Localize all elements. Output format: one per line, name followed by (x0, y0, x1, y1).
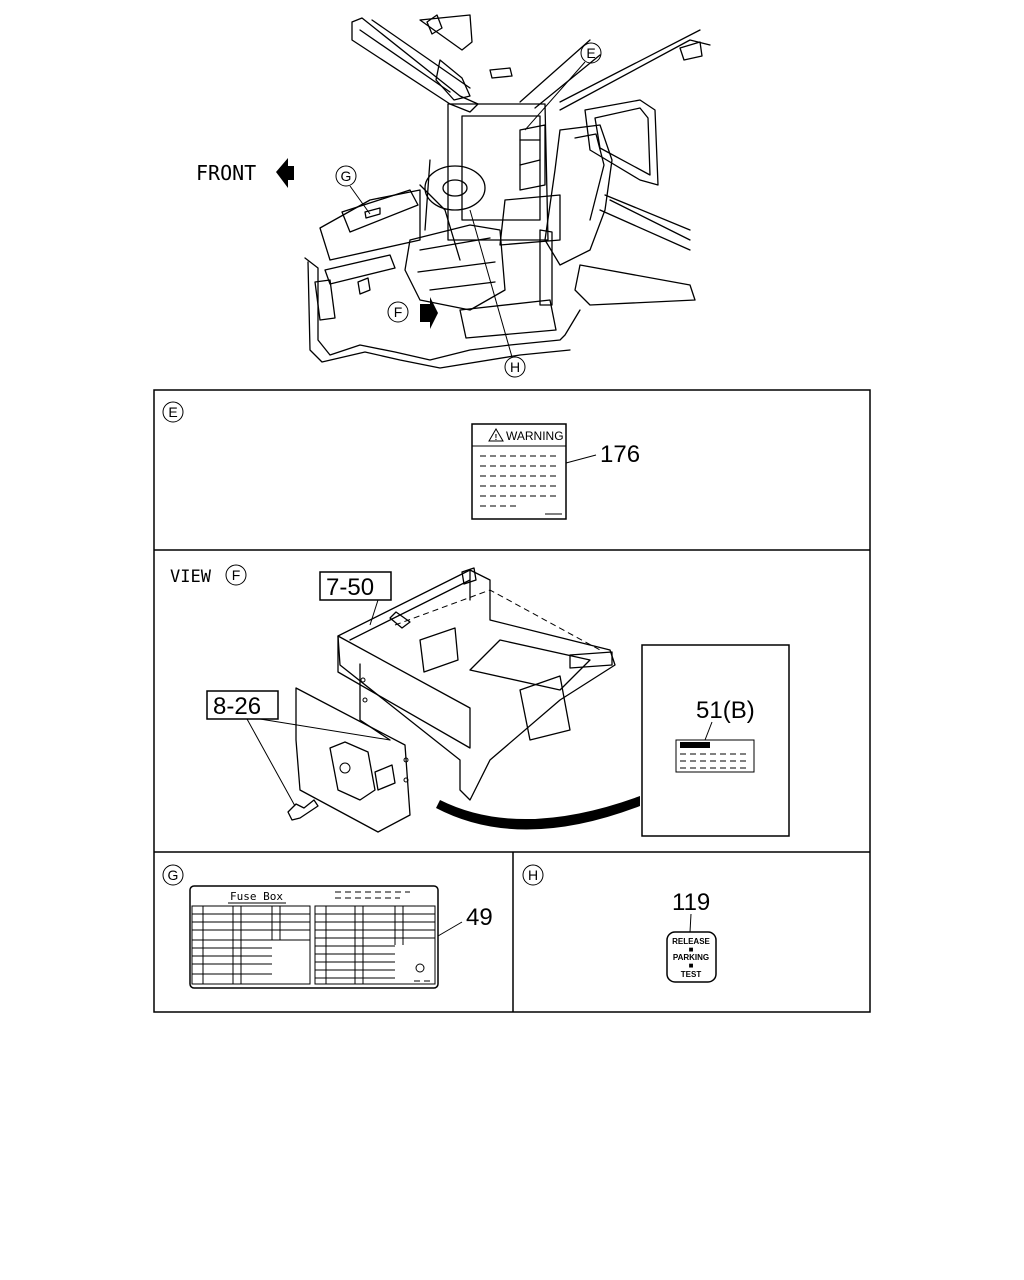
badge-line-1: RELEASE (672, 937, 710, 946)
front-label: FRONT (196, 161, 256, 185)
part-number-176: 176 (600, 441, 640, 468)
callout-e: E (524, 42, 602, 131)
fuse-box-title: Fuse Box (230, 890, 283, 903)
front-arrow-icon (276, 158, 294, 188)
badge-line-2: ■ (689, 945, 694, 954)
panel-e: E ! WARNING 176 (162, 401, 640, 520)
cab-interior-illustration (304, 14, 711, 369)
view-f-indicator: F (387, 297, 438, 329)
callout-h: H (469, 209, 526, 378)
panel-e-marker: E (168, 404, 177, 420)
callout-h-label: H (510, 359, 520, 375)
panel-f: VIEW F 7-50 8-26 (170, 564, 790, 837)
warning-triangle-icon (488, 428, 504, 442)
parking-brake-badge: RELEASE ■ PARKING ■ TEST (666, 931, 717, 983)
callout-f-overview: F (394, 304, 403, 320)
panel-f-marker: F (232, 567, 241, 583)
panel-g-marker: G (168, 867, 179, 883)
ref-8-26: 8-26 (213, 693, 261, 720)
ref-7-50: 7-50 (326, 574, 374, 601)
fuse-box-label: Fuse Box (189, 885, 439, 989)
panel-g: G Fuse Box (162, 864, 493, 989)
front-direction-indicator: FRONT (196, 158, 294, 188)
view-arrow-icon (420, 297, 438, 329)
badge-line-4: ■ (689, 961, 694, 970)
badge-line-3: PARKING (673, 953, 709, 962)
panel-h: H 119 RELEASE ■ PARKING ■ TEST (522, 864, 717, 983)
view-prefix: VIEW (170, 567, 212, 587)
label-inset-51b: 51(B) (641, 644, 790, 837)
cab-floor-frame (287, 567, 640, 833)
warning-label: ! WARNING (471, 423, 567, 520)
callout-g-label: G (341, 168, 352, 184)
warning-label-text: WARNING (506, 429, 564, 443)
panel-grid (153, 389, 871, 1013)
panel-h-marker: H (528, 867, 538, 883)
badge-line-5: TEST (681, 970, 702, 979)
svg-text:!: ! (495, 433, 498, 442)
callout-g: G (335, 165, 371, 215)
part-number-49: 49 (466, 904, 493, 931)
part-number-51b: 51(B) (696, 697, 755, 724)
part-number-119: 119 (672, 889, 710, 916)
callout-e-label: E (586, 45, 595, 61)
